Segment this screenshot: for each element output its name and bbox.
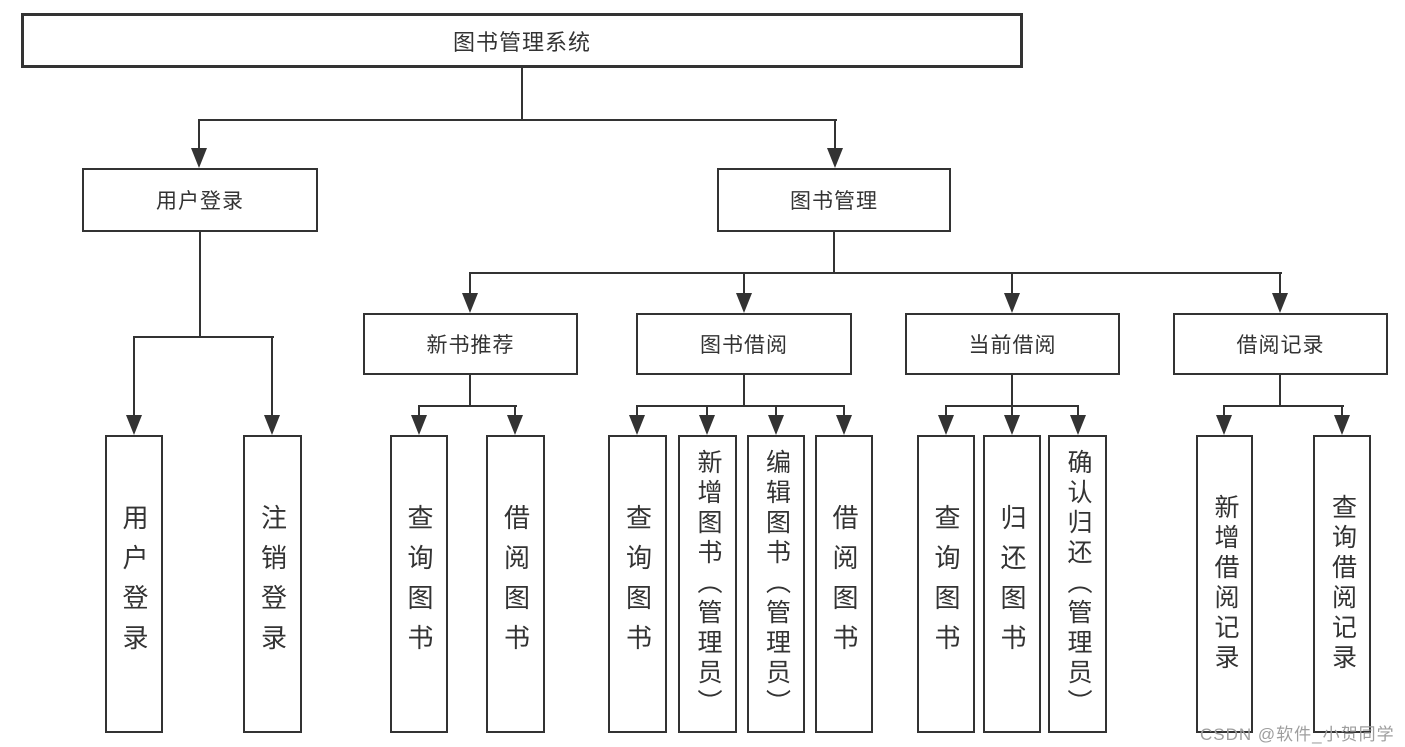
connector-line: [1279, 274, 1281, 295]
leaf-confirm-return-admin: 确认归还（管理员）: [1048, 435, 1107, 733]
leaf-label: 查询借阅记录: [1328, 494, 1357, 674]
leaf-return-books: 归还图书: [983, 435, 1041, 733]
connector-line: [469, 274, 471, 295]
connector-line: [1011, 274, 1013, 295]
connector-line: [1341, 407, 1343, 417]
connector-line: [1011, 407, 1013, 417]
arrowhead-down-icon: [1334, 415, 1350, 435]
leaf-label: 新增图书（管理员）: [694, 449, 722, 719]
arrowhead-down-icon: [126, 415, 142, 435]
connector-line: [198, 119, 837, 121]
connector-line: [1077, 407, 1079, 417]
arrowhead-down-icon: [1004, 415, 1020, 435]
connector-line: [834, 121, 836, 150]
connector-line: [636, 407, 638, 417]
arrowhead-down-icon: [938, 415, 954, 435]
connector-line: [418, 407, 420, 417]
connector-line: [133, 336, 274, 338]
leaf-label: 查询图书: [404, 504, 434, 664]
arrowhead-down-icon: [264, 415, 280, 435]
node-label: 新书推荐: [426, 334, 515, 357]
connector-line: [743, 274, 745, 295]
csdn-watermark: CSDN @软件_小贺同学: [1200, 725, 1395, 744]
leaf-query-books: 查询图书: [390, 435, 448, 733]
leaf-label: 借阅图书: [829, 504, 859, 664]
node-library-management-system: 图书管理系统: [21, 13, 1023, 68]
arrowhead-down-icon: [827, 148, 843, 168]
leaf-label: 借阅图书: [500, 504, 531, 664]
connector-line: [743, 375, 745, 407]
leaf-user-login: 用户登录: [105, 435, 163, 733]
leaf-logout: 注销登录: [243, 435, 302, 733]
connector-line: [469, 375, 471, 407]
leaf-add-borrow-record: 新增借阅记录: [1196, 435, 1253, 733]
leaf-label: 新增借阅记录: [1211, 494, 1239, 674]
leaf-label: 编辑图书（管理员）: [762, 449, 791, 719]
node-label: 图书管理系统: [452, 29, 591, 55]
connector-line: [833, 232, 835, 274]
connector-line: [945, 407, 947, 417]
node-new-book-recommendation: 新书推荐: [363, 313, 578, 375]
arrowhead-down-icon: [1272, 293, 1288, 313]
connector-line: [271, 338, 273, 417]
connector-line: [1279, 375, 1281, 407]
node-label: 当前借阅: [968, 334, 1057, 357]
connector-line: [1011, 375, 1013, 407]
arrowhead-down-icon: [1004, 293, 1020, 313]
connector-line: [133, 338, 135, 417]
connector-line: [418, 405, 517, 407]
connector-line: [1223, 405, 1344, 407]
leaf-query-books: 查询图书: [608, 435, 667, 733]
leaf-label: 注销登录: [257, 504, 288, 664]
leaf-label: 确认归还（管理员）: [1064, 449, 1092, 719]
node-label: 借阅记录: [1236, 334, 1325, 357]
connector-line: [843, 407, 845, 417]
node-user-login: 用户登录: [82, 168, 318, 232]
node-label: 图书借阅: [700, 334, 788, 357]
connector-line: [469, 272, 1282, 274]
arrowhead-down-icon: [736, 293, 752, 313]
connector-line: [521, 68, 523, 121]
arrowhead-down-icon: [699, 415, 715, 435]
node-book-borrowing: 图书借阅: [636, 313, 852, 375]
arrowhead-down-icon: [507, 415, 523, 435]
leaf-add-books-admin: 新增图书（管理员）: [678, 435, 737, 733]
leaf-borrow-books: 借阅图书: [815, 435, 873, 733]
arrowhead-down-icon: [768, 415, 784, 435]
connector-line: [514, 407, 516, 417]
leaf-query-borrow-record: 查询借阅记录: [1313, 435, 1371, 733]
arrowhead-down-icon: [629, 415, 645, 435]
arrowhead-down-icon: [836, 415, 852, 435]
arrowhead-down-icon: [191, 148, 207, 168]
connector-line: [198, 121, 200, 150]
connector-line: [775, 407, 777, 417]
leaf-edit-books-admin: 编辑图书（管理员）: [747, 435, 805, 733]
leaf-query-books: 查询图书: [917, 435, 975, 733]
leaf-label: 用户登录: [119, 504, 149, 664]
leaf-label: 查询图书: [931, 504, 961, 664]
node-book-management: 图书管理: [717, 168, 951, 232]
arrowhead-down-icon: [411, 415, 427, 435]
connector-line: [706, 407, 708, 417]
arrowhead-down-icon: [1216, 415, 1232, 435]
arrowhead-down-icon: [462, 293, 478, 313]
node-label: 用户登录: [156, 190, 244, 213]
connector-line: [1223, 407, 1225, 417]
connector-line: [636, 405, 845, 407]
leaf-borrow-books: 借阅图书: [486, 435, 545, 733]
connector-line: [945, 405, 1079, 407]
node-label: 图书管理: [790, 190, 878, 213]
node-current-borrowing: 当前借阅: [905, 313, 1120, 375]
node-borrowing-records: 借阅记录: [1173, 313, 1388, 375]
arrowhead-down-icon: [1070, 415, 1086, 435]
leaf-label: 查询图书: [622, 504, 653, 664]
connector-line: [199, 232, 201, 338]
leaf-label: 归还图书: [997, 504, 1027, 664]
